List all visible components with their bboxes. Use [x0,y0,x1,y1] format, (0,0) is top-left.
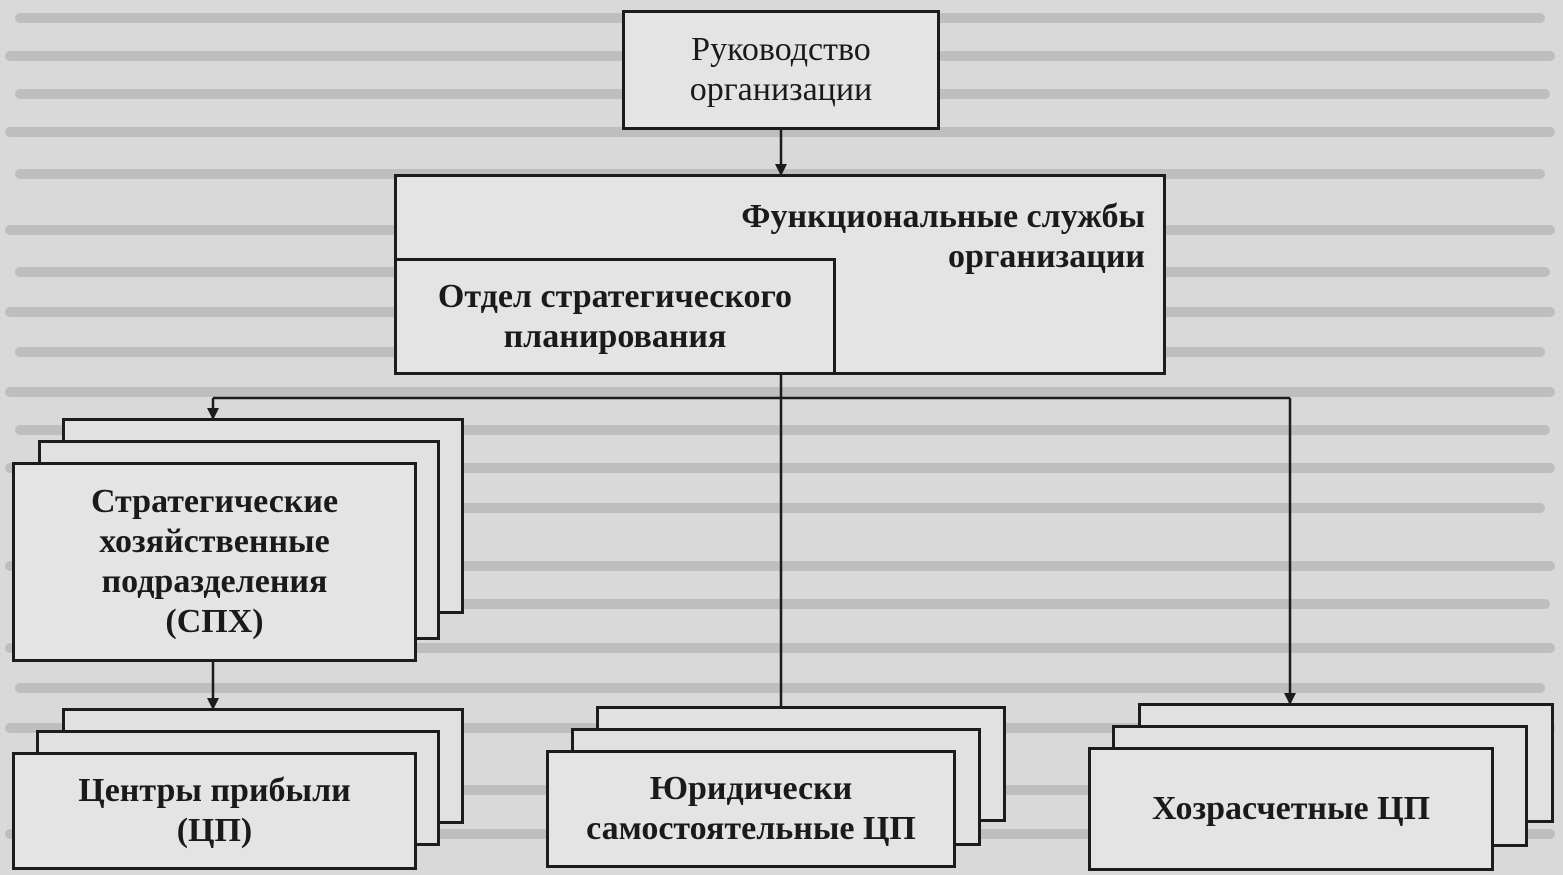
strategic-planning-label: Отдел стратегического планирования [437,277,793,355]
shx-box: Стратегические хозяйственные подразделен… [12,462,417,662]
management-label: Руководство организации [689,31,873,108]
selffinancing-pc-label: Хозрасчетные ЦП [1151,790,1431,827]
shx-label: Стратегические хозяйственные подразделен… [90,483,339,640]
functional-services-label: Функциональные службы организации [741,198,1145,275]
legal-pc-box: Юридически самостоятельные ЦП [546,750,956,868]
legal-pc-label: Юридически самостоятельные ЦП [586,770,916,847]
profit-centers-box: Центры прибыли (ЦП) [12,752,417,870]
management-box: Руководство организации [622,10,940,130]
profit-centers-label: Центры прибыли (ЦП) [78,772,351,849]
selffinancing-pc-box: Хозрасчетные ЦП [1088,747,1494,871]
strategic-planning-box: Отдел стратегического планирования [394,258,836,375]
